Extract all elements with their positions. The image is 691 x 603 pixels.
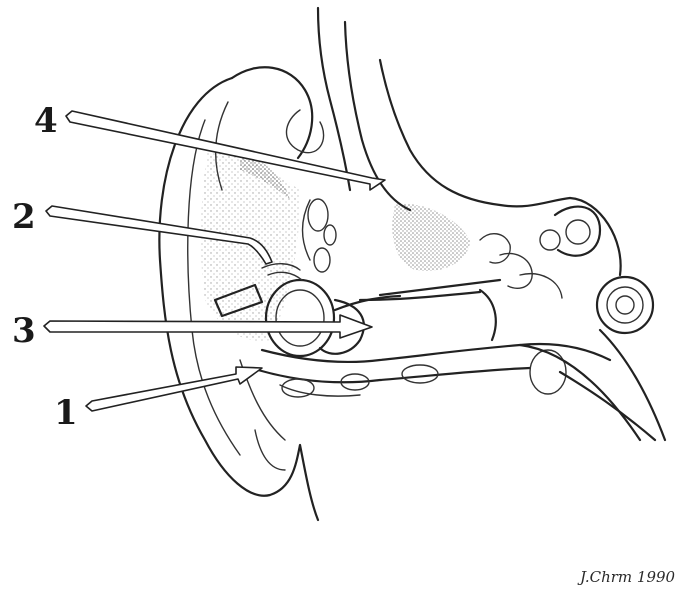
inner-ear [480, 198, 665, 440]
callout-label-2: 2 [12, 197, 36, 237]
artist-signature: J.Chrm 1990 [577, 568, 676, 586]
arrow-3 [44, 315, 372, 338]
arrow-1 [86, 367, 262, 411]
ear-canal [258, 344, 655, 440]
temporal-bone [286, 8, 570, 310]
callout-label-4: 4 [34, 101, 58, 141]
callout-label-1: 1 [54, 393, 78, 433]
callout-label-3: 3 [12, 311, 36, 351]
